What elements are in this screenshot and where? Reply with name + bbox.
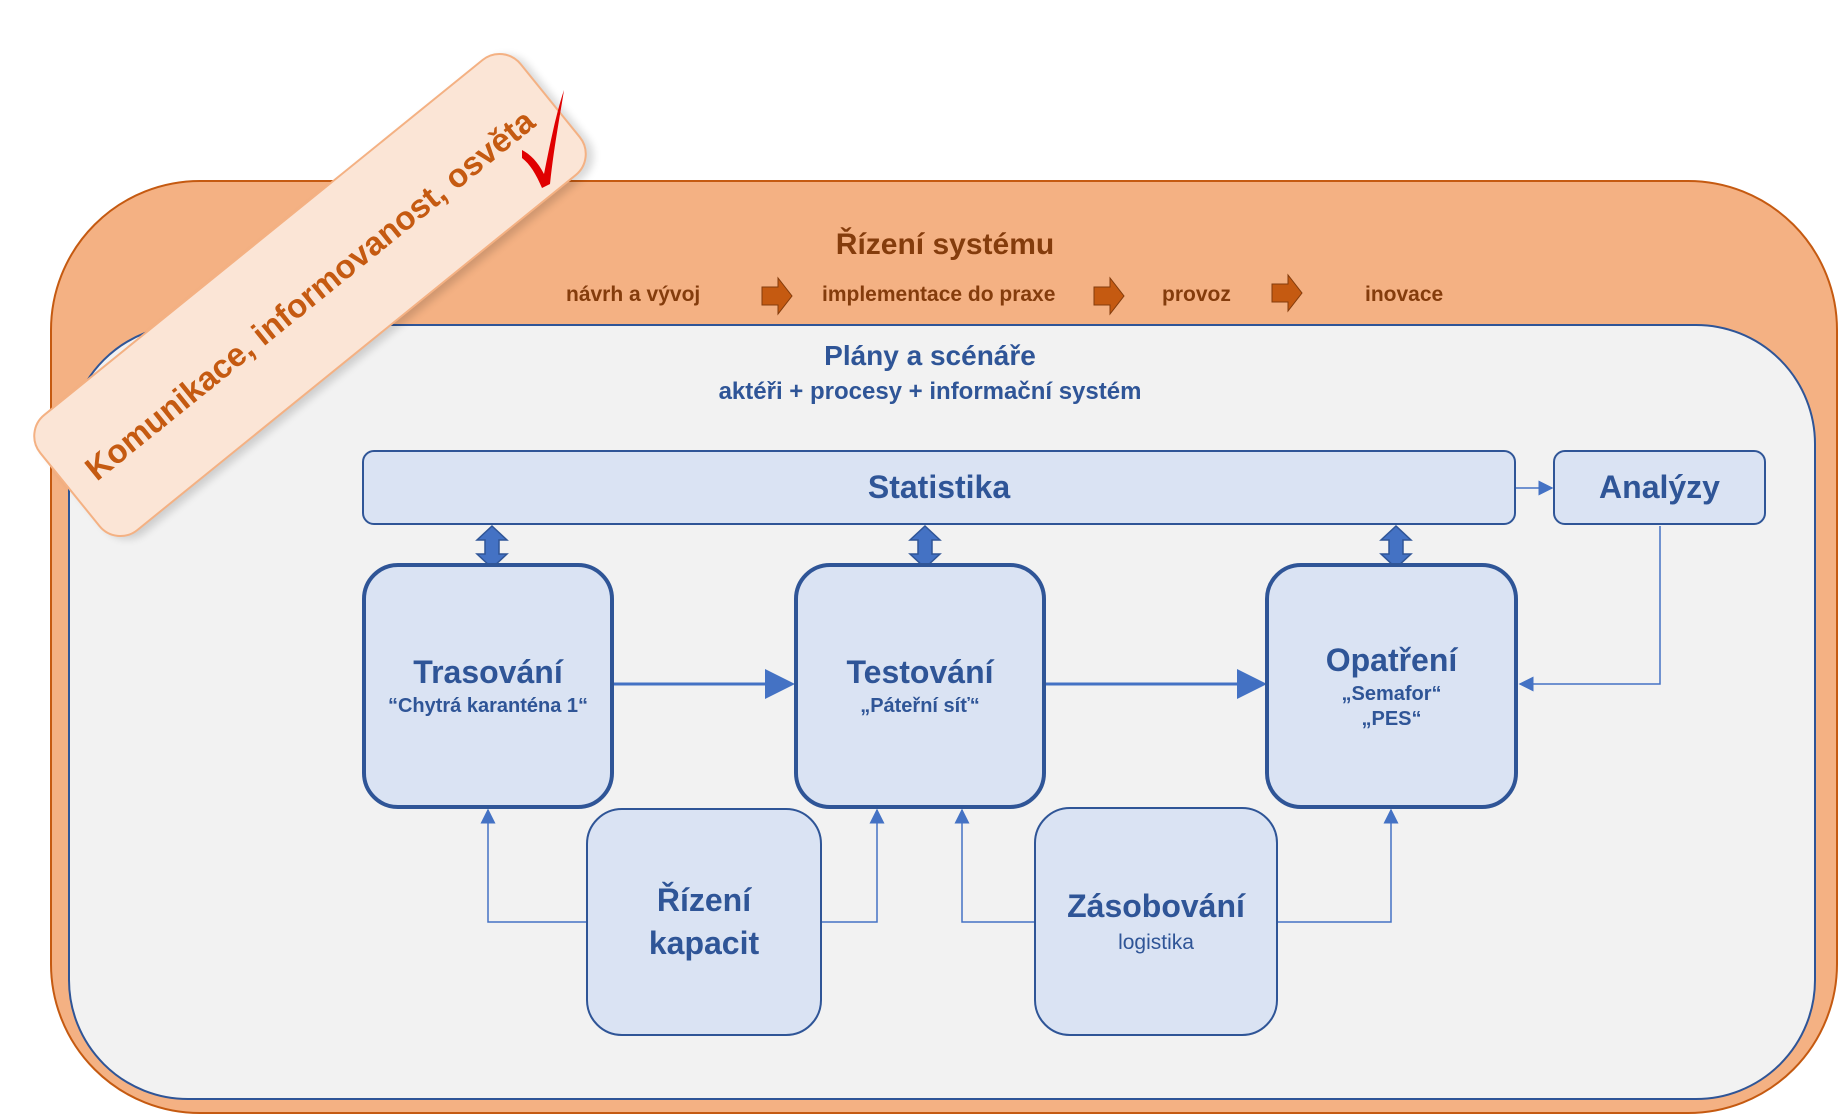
zasobovani-label: Zásobování (1067, 888, 1245, 924)
rizeni-kapacit-label-1: Řízení (656, 882, 752, 918)
statistika-label: Statistika (867, 469, 1011, 505)
opatreni-subtitle-2: „PES“ (1361, 707, 1422, 730)
zasobovani-subtitle: logistika (1118, 931, 1194, 954)
analyzy-label: Analýzy (1599, 469, 1720, 505)
step-arrow-icon (761, 276, 793, 316)
analyzy-box: Analýzy (1553, 450, 1766, 525)
double-arrow-icon (475, 524, 509, 570)
trasovani-label: Trasování (413, 654, 563, 690)
rizeni-kapacit-box: Řízení kapacit (586, 808, 822, 1036)
double-arrow-icon (1379, 524, 1413, 570)
trasovani-subtitle: “Chytrá karanténa 1“ (387, 695, 589, 717)
statistika-box: Statistika (362, 450, 1516, 525)
system-management-title: Řízení systému (835, 228, 1055, 261)
plans-title: Plány a scénáře (824, 340, 1036, 371)
testovani-label: Testování (846, 654, 994, 690)
step-arrow-icon (1093, 276, 1125, 316)
plans-subtitle: aktéři + procesy + informační systém (718, 378, 1142, 405)
testovani-box: Testování „Páteřní síť“ (794, 563, 1046, 809)
step-implementation: implementace do praxe (822, 283, 1056, 306)
checkmark-icon (522, 90, 564, 188)
opatreni-label: Opatření (1325, 641, 1458, 678)
opatreni-subtitle-1: „Semafor“ (1341, 682, 1442, 705)
trasovani-box: Trasování “Chytrá karanténa 1“ (362, 563, 614, 809)
opatreni-box: Opatření „Semafor“ „PES“ (1265, 563, 1518, 809)
step-innovation: inovace (1365, 283, 1444, 306)
step-operation: provoz (1162, 283, 1231, 306)
rizeni-kapacit-label-2: kapacit (648, 925, 760, 961)
double-arrow-icon (908, 524, 942, 570)
zasobovani-box: Zásobování logistika (1034, 807, 1278, 1036)
step-design: návrh a vývoj (566, 283, 701, 306)
step-arrow-icon (1271, 273, 1303, 313)
testovani-subtitle: „Páteřní síť“ (860, 695, 980, 717)
